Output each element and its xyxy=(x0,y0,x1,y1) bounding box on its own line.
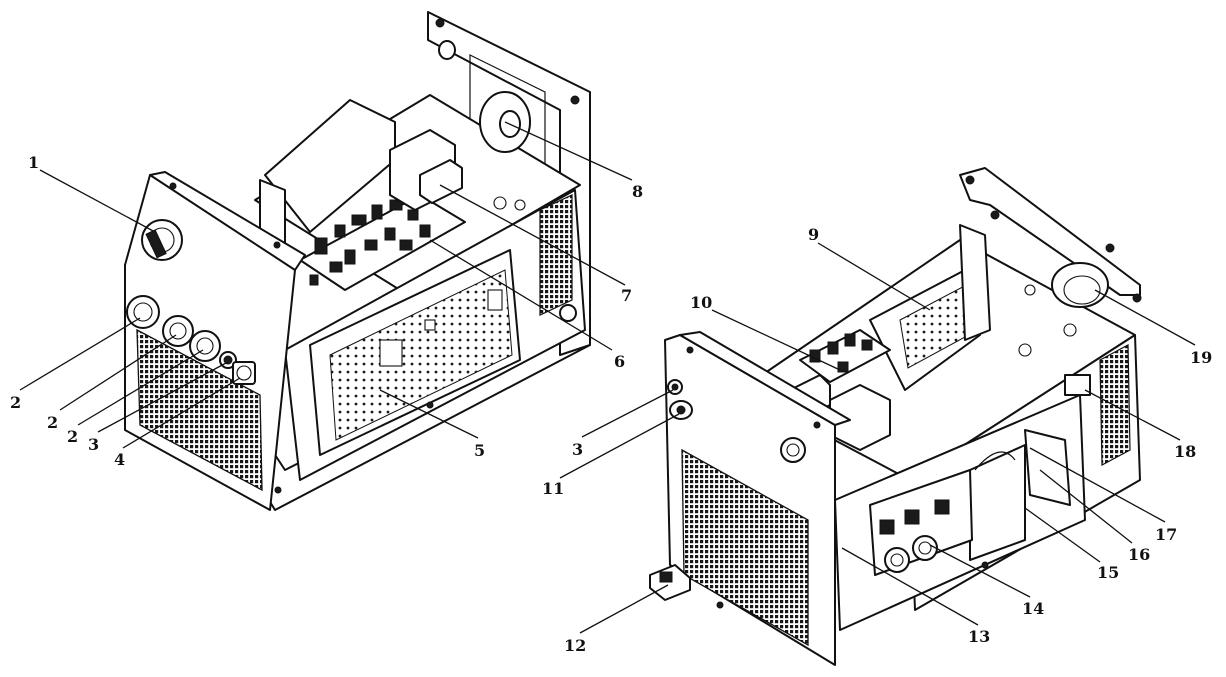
right-pcb-components xyxy=(799,329,891,383)
rear-cable-gland xyxy=(780,437,806,463)
right-fan-19 xyxy=(1051,262,1109,308)
left-front-vent xyxy=(136,328,263,492)
callout-2b: 2 xyxy=(47,413,58,432)
callout-8: 8 xyxy=(632,182,643,201)
left-top-pcb-components xyxy=(299,194,466,291)
callout-3a: 3 xyxy=(88,435,99,454)
leader-lines xyxy=(19,121,1196,634)
callout-18: 18 xyxy=(1174,442,1196,461)
callout-15: 15 xyxy=(1097,563,1119,582)
front-socket-3 xyxy=(189,330,221,362)
right-fan-18 xyxy=(1064,374,1091,396)
left-welder-unit xyxy=(124,11,591,511)
callout-16: 16 xyxy=(1128,545,1150,564)
left-rear-vent xyxy=(539,194,573,316)
callout-labels: 1 2 2 2 3 4 5 6 7 8 9 10 3 11 12 13 14 1… xyxy=(10,153,1212,655)
callout-11: 11 xyxy=(542,479,564,498)
callout-17: 17 xyxy=(1155,525,1177,544)
right-capacitor-16 xyxy=(1024,429,1071,506)
callout-6: 6 xyxy=(614,352,625,371)
callout-14: 14 xyxy=(1022,599,1044,618)
front-socket-1 xyxy=(126,295,160,329)
right-side-vent xyxy=(1099,344,1131,466)
callout-13: 13 xyxy=(968,627,990,646)
callout-5: 5 xyxy=(474,441,485,460)
callout-2c: 2 xyxy=(67,427,78,446)
callout-2a: 2 xyxy=(10,393,21,412)
right-welder-unit xyxy=(649,167,1142,666)
callout-19: 19 xyxy=(1190,348,1212,367)
power-knob xyxy=(141,219,183,261)
right-top-frame xyxy=(959,167,1141,296)
left-bracket xyxy=(264,99,396,233)
callout-12: 12 xyxy=(564,636,586,655)
callout-9: 9 xyxy=(808,225,819,244)
callout-3b: 3 xyxy=(572,440,583,459)
rear-gland-3 xyxy=(667,379,683,395)
callout-10: 10 xyxy=(690,293,712,312)
rear-gas-inlet-11 xyxy=(669,400,693,420)
front-socket-2 xyxy=(162,315,194,347)
callout-4: 4 xyxy=(114,450,125,469)
callout-1: 1 xyxy=(28,153,39,172)
rear-clamp-12 xyxy=(649,564,691,601)
left-rear-panel xyxy=(427,11,591,356)
callout-7: 7 xyxy=(621,286,632,305)
right-rear-vent xyxy=(681,448,809,647)
